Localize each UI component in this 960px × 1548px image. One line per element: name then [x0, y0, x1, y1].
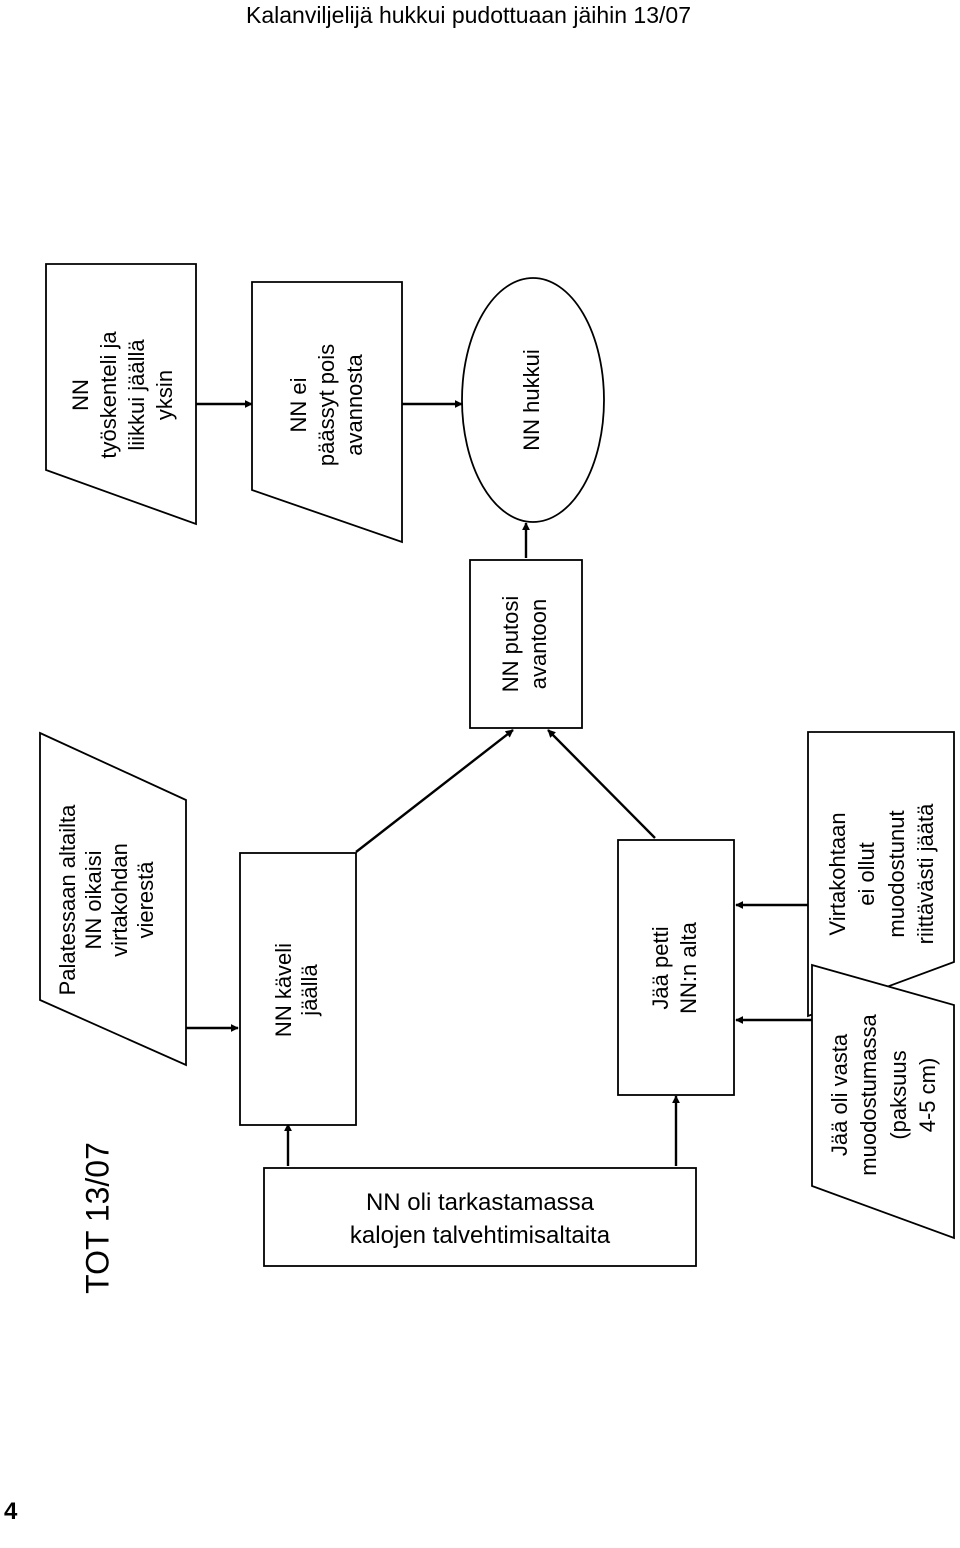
page-number: 4	[4, 1498, 18, 1525]
node-tyoskenteli-line-1: NN	[68, 379, 93, 411]
node-kaveli-line-2: jäällä	[297, 964, 322, 1017]
node-virtakohtaan-line-1: Virtakohtaan	[825, 812, 850, 935]
node-kaveli: NN käveli jäällä	[239, 852, 357, 1126]
node-muodostumassa-line-4: 4-5 cm)	[915, 1058, 940, 1133]
node-kaveli-line-1: NN käveli	[271, 943, 296, 1037]
connectors	[186, 400, 812, 1166]
node-muodostumassa-line-2: muodostumassa	[856, 1014, 881, 1176]
node-ei-paassyt: NN ei päässyt pois avannosta	[251, 281, 403, 544]
node-tyoskenteli-line-4: yksin	[152, 370, 177, 420]
node-palatessaan-line-2: NN oikaisi	[81, 850, 106, 949]
node-virtakohtaan-line-3: muodostunut	[884, 810, 909, 937]
connector-kaveli-putosi	[355, 729, 514, 853]
node-putosi: NN putosi avantoon	[469, 559, 583, 729]
node-tarkastamassa-line-2: kalojen talvehtimisaltaita	[350, 1222, 611, 1249]
node-jaa-petti-line-1: Jää petti	[648, 926, 673, 1009]
diagram-label: TOT 13/07	[79, 1142, 115, 1294]
connector-jaapetti-putosi	[547, 729, 656, 839]
node-palatessaan: Palatessaan altailta NN oikaisi virtakoh…	[39, 731, 187, 1067]
node-palatessaan-line-4: vierestä	[133, 861, 158, 939]
node-hukkui-line-1: NN hukkui	[519, 349, 544, 450]
node-tyoskenteli-line-2: työskenteli ja	[96, 331, 121, 459]
node-virtakohtaan-line-2: ei ollut	[854, 842, 879, 906]
node-palatessaan-line-1: Palatessaan altailta	[55, 804, 80, 996]
node-virtakohtaan: Virtakohtaan ei ollut muodostunut riittä…	[807, 731, 955, 1018]
node-putosi-line-2: avantoon	[526, 599, 551, 690]
node-ei-paassyt-line-3: avannosta	[342, 353, 367, 455]
node-putosi-line-1: NN putosi	[498, 596, 523, 693]
node-hukkui: NN hukkui	[461, 277, 605, 523]
node-tyoskenteli-line-3: liikkui jäällä	[124, 339, 149, 451]
node-tarkastamassa: NN oli tarkastamassa kalojen talvehtimis…	[263, 1167, 697, 1267]
node-ei-paassyt-line-2: päässyt pois	[314, 344, 339, 466]
node-muodostumassa-line-3: (paksuus	[886, 1050, 911, 1139]
header-title: Kalanviljelijä hukkui pudottuaan jäihin …	[246, 2, 691, 28]
node-ei-paassyt-line-1: NN ei	[286, 377, 311, 432]
node-muodostumassa-line-1: Jää oli vasta	[827, 1033, 852, 1156]
node-muodostumassa: Jää oli vasta muodostumassa (paksuus 4-5…	[811, 963, 955, 1240]
node-palatessaan-line-3: virtakohdan	[107, 843, 132, 957]
node-tarkastamassa-line-1: NN oli tarkastamassa	[366, 1189, 595, 1216]
node-jaa-petti-line-2: NN:n alta	[676, 921, 701, 1013]
node-virtakohtaan-line-4: riittävästi jäätä	[913, 803, 938, 944]
node-jaa-petti: Jää petti NN:n alta	[617, 839, 735, 1096]
node-tyoskenteli: NN työskenteli ja liikkui jäällä yksin	[45, 263, 197, 526]
